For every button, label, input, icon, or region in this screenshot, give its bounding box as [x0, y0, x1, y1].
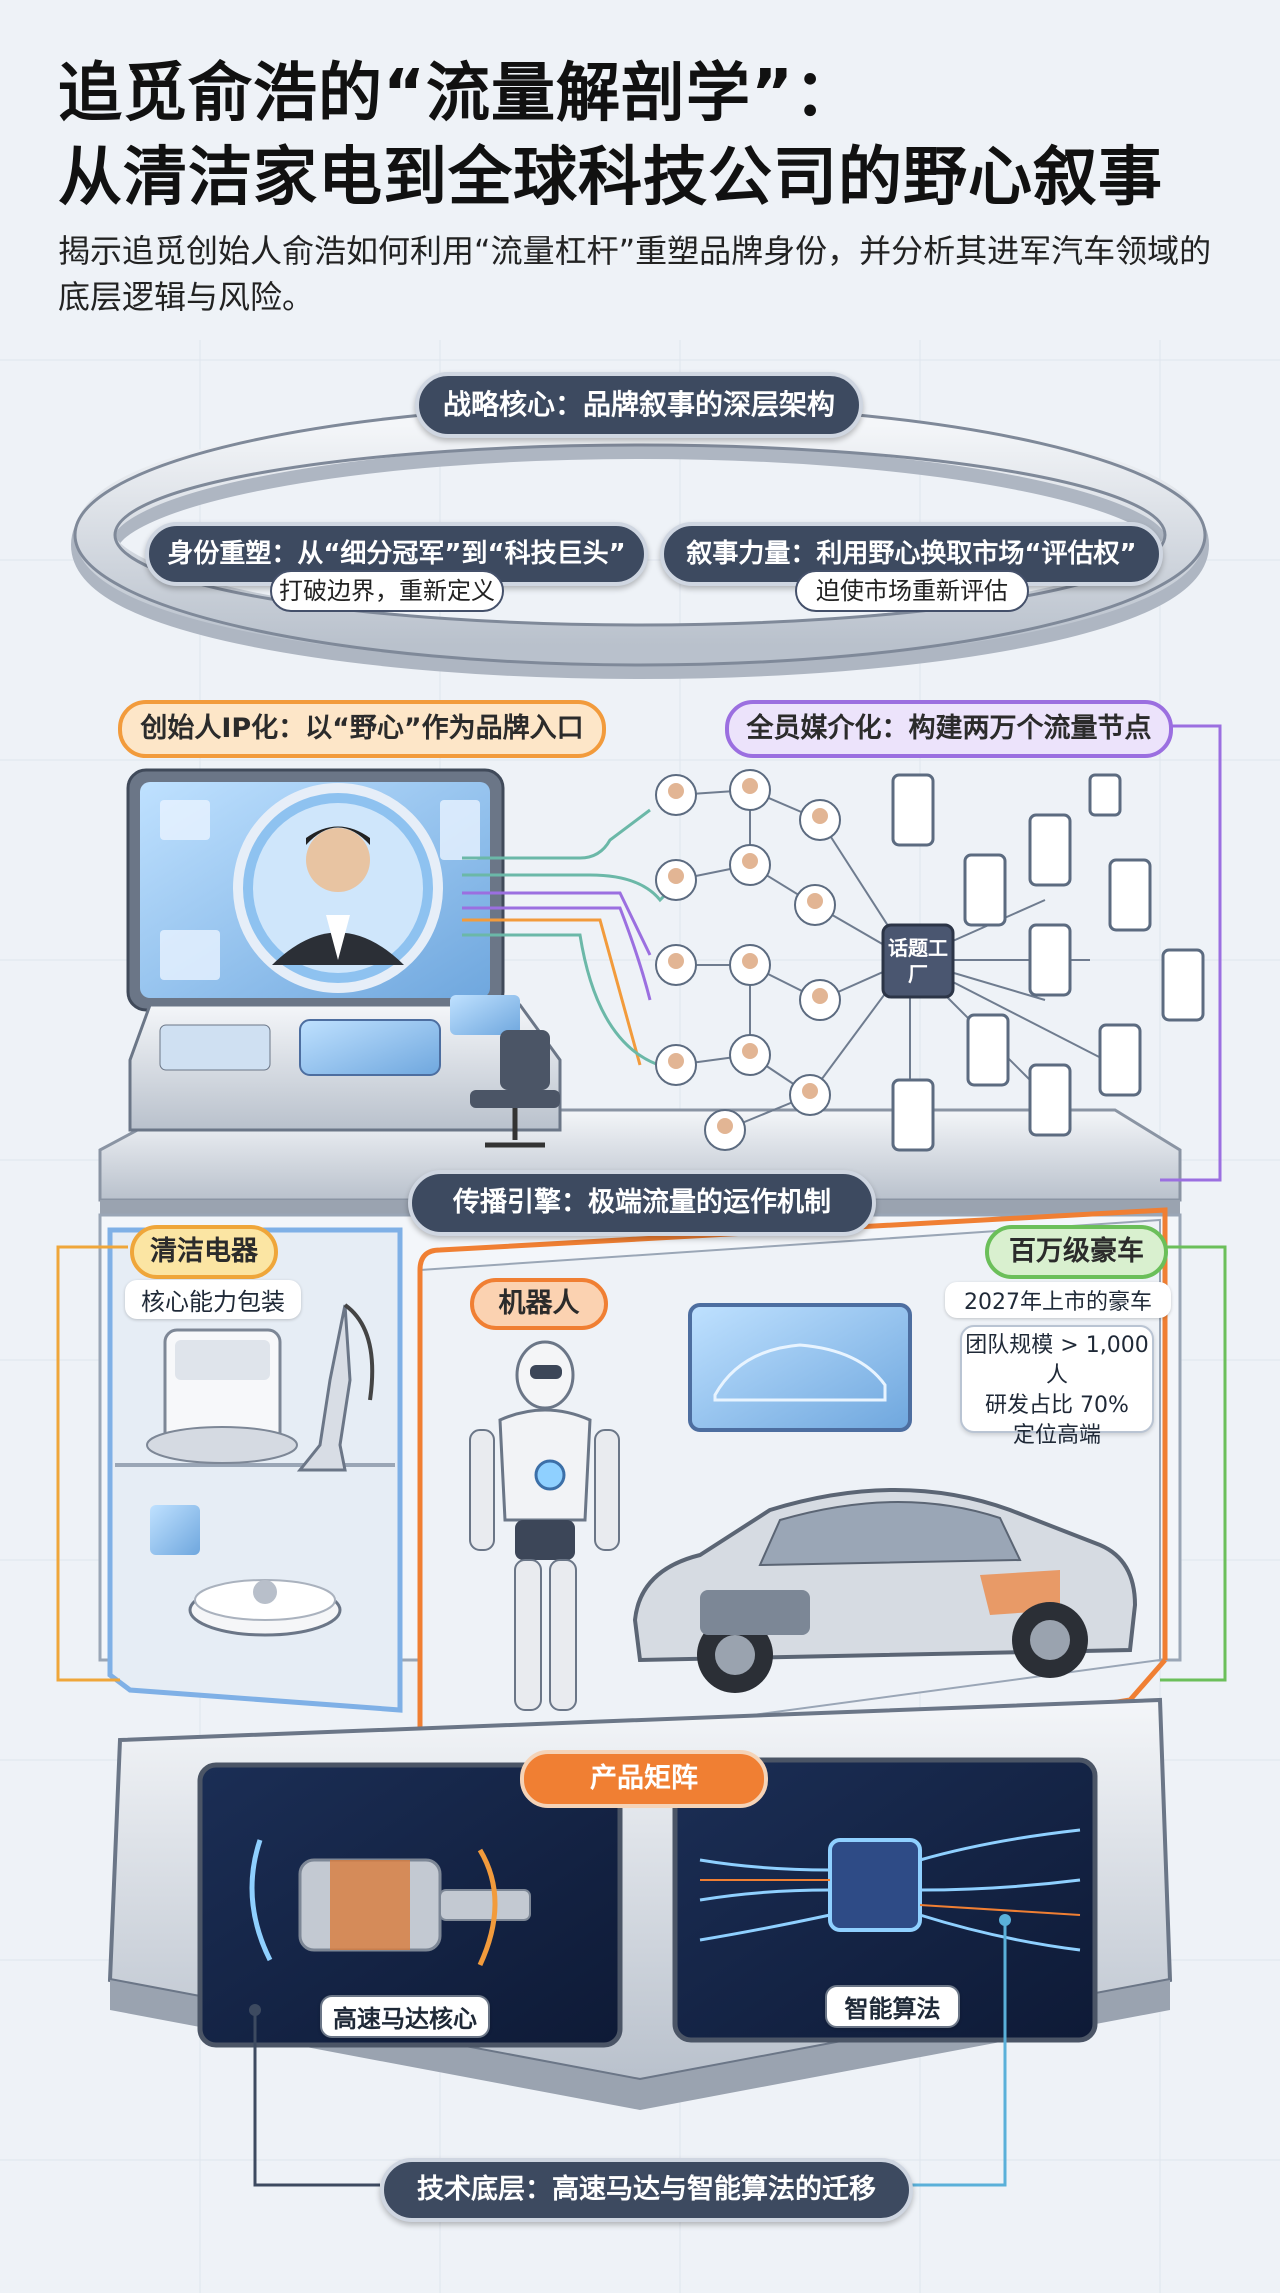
algorithm-label: 智能算法 — [825, 1985, 960, 2028]
car-note-team: 团队规模 > 1,000人 — [965, 1333, 1149, 1388]
title-line-2: 从清洁家电到全球科技公司的野心叙事 — [58, 141, 1163, 215]
title-line-1: 追觅俞浩的“流量解剖学”： — [58, 57, 860, 131]
luxury-car-sub: 2027年上市的豪车 — [945, 1282, 1171, 1318]
luxury-car-tag: 百万级豪车 — [985, 1225, 1168, 1279]
narrative-power-sub: 迫使市场重新评估 — [795, 570, 1029, 612]
all-staff-media-tag: 全员媒介化：构建两万个流量节点 — [725, 700, 1173, 758]
car-hologram-screen — [688, 1303, 912, 1432]
strategy-core-label: 战略核心：品牌叙事的深层架构 — [415, 372, 863, 438]
car-note-rd: 研发占比 70% — [985, 1393, 1129, 1418]
founder-workstation — [126, 768, 562, 1148]
identity-reshape-sub: 打破边界，重新定义 — [270, 570, 504, 612]
cleaning-appliance-tag: 清洁电器 — [130, 1225, 278, 1279]
propagation-engine-label: 传播引擎：极端流量的运作机制 — [408, 1170, 876, 1236]
page-subtitle: 揭示追觅创始人俞浩如何利用“流量杠杆”重塑品牌身份，并分析其进军汽车领域的底层逻… — [58, 232, 1212, 316]
founder-portrait — [306, 828, 370, 892]
humanoid-robot — [469, 1340, 620, 1711]
founder-ip-tag: 创始人IP化：以“野心”作为品牌入口 — [118, 700, 606, 758]
tech-foundation-label: 技术底层：高速马达与智能算法的迁移 — [380, 2158, 913, 2222]
topic-factory-label: 话题工厂 — [888, 936, 948, 986]
topic-factory-hub — [881, 923, 955, 999]
stick-vacuum-device — [296, 1304, 352, 1472]
motor-core-label: 高速马达核心 — [320, 1995, 490, 2038]
cleaning-appliance-sub: 核心能力包装 — [125, 1280, 301, 1319]
robot-tag: 机器人 — [470, 1278, 608, 1330]
car-note-position: 定位高端 — [1012, 1423, 1101, 1448]
chip — [828, 1838, 922, 1932]
phone-nodes — [891, 773, 1205, 1152]
network-avatars — [655, 769, 841, 1151]
product-matrix-tag: 产品矩阵 — [520, 1750, 768, 1808]
car-team-note: 团队规模 > 1,000人 研发占比 70% 定位高端 — [960, 1325, 1154, 1448]
page-title: 追觅俞浩的“流量解剖学”： 从清洁家电到全球科技公司的野心叙事 — [58, 52, 1163, 220]
luxury-car — [632, 1488, 1138, 1693]
